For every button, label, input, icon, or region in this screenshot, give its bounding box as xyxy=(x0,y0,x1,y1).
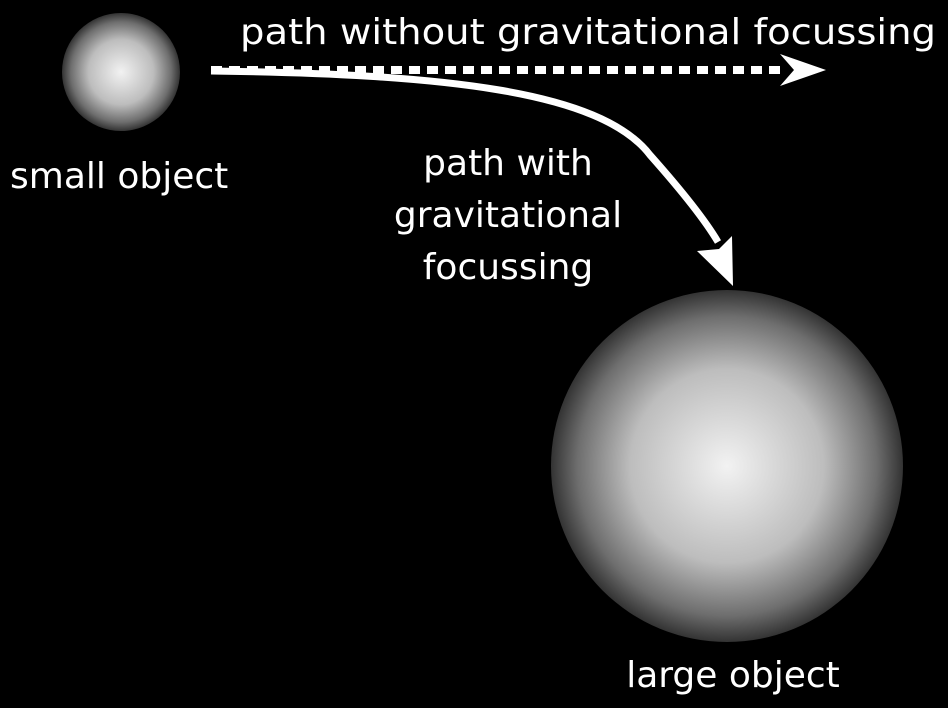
path-with-focussing-arrowhead xyxy=(697,236,733,286)
small-object-label: small object xyxy=(10,156,228,197)
small-object-sphere xyxy=(62,13,180,131)
path-with-label-line2: gravitational xyxy=(394,195,622,236)
path-with-label-line1: path with xyxy=(423,143,593,184)
path-without-label: path without gravitational focussing xyxy=(240,12,936,53)
large-object-label: large object xyxy=(626,655,840,696)
large-object-sphere xyxy=(551,290,903,642)
path-with-label-line3: focussing xyxy=(423,247,594,288)
path-with-focussing-curve xyxy=(210,67,722,244)
path-without-focussing-arrowhead xyxy=(780,54,826,86)
